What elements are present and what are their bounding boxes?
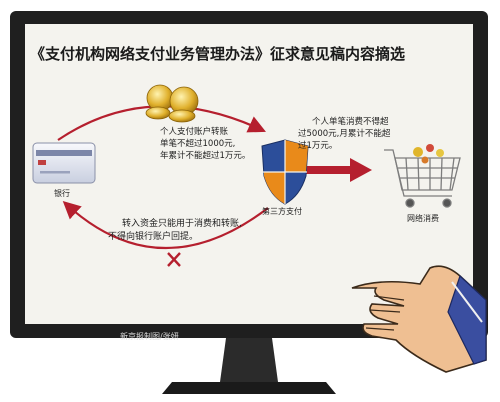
shopping-cart-icon — [384, 149, 461, 208]
right-arrow-to-shopping — [297, 158, 372, 182]
transfer-note-line-3: 年累计不能超过1万元。 — [160, 151, 251, 161]
transfer-note-line-2: 单笔不超过1000元, — [160, 139, 236, 149]
monitor-stand — [162, 338, 336, 394]
gold-coins-icon — [145, 84, 199, 123]
online-shopping-label: 网络消费 — [407, 214, 439, 223]
diagram-title: 《支付机构网络支付业务管理办法》征求意见稿内容摘选 — [30, 45, 406, 63]
forbidden-cross-icon — [167, 252, 181, 267]
funds-usage-note: 转入资金只能用于消费和转账, 不得向银行账户回提。 — [108, 218, 242, 244]
bank-label: 银行 — [54, 189, 70, 198]
image-credit: 新京报制图/张妍 — [120, 332, 179, 341]
bottom-flow-arrow — [62, 201, 269, 250]
funds-note-line-1: 转入资金只能用于消费和转账, — [122, 219, 242, 229]
consume-note-line-1: 个人单笔消费不得超 — [312, 117, 389, 127]
funds-note-line-2: 不得向银行账户回提。 — [108, 232, 199, 242]
bank-card-icon — [32, 142, 96, 184]
flowers-in-cart — [413, 144, 444, 164]
transfer-limit-note: 个人支付账户转账 单笔不超过1000元, 年累计不能超过1万元。 — [160, 126, 250, 162]
shield-icon — [261, 139, 309, 205]
pointing-hand-icon — [351, 265, 487, 373]
consume-note-line-3: 过1万元。 — [298, 141, 338, 151]
consumption-limit-note: 个人单笔消费不得超 过5000元,月累计不能超 过1万元。 — [298, 116, 390, 152]
third-party-payment-label: 第三方支付 — [262, 207, 302, 216]
transfer-note-line-1: 个人支付账户转账 — [160, 127, 229, 137]
consume-note-line-2: 过5000元,月累计不能超 — [298, 129, 391, 139]
